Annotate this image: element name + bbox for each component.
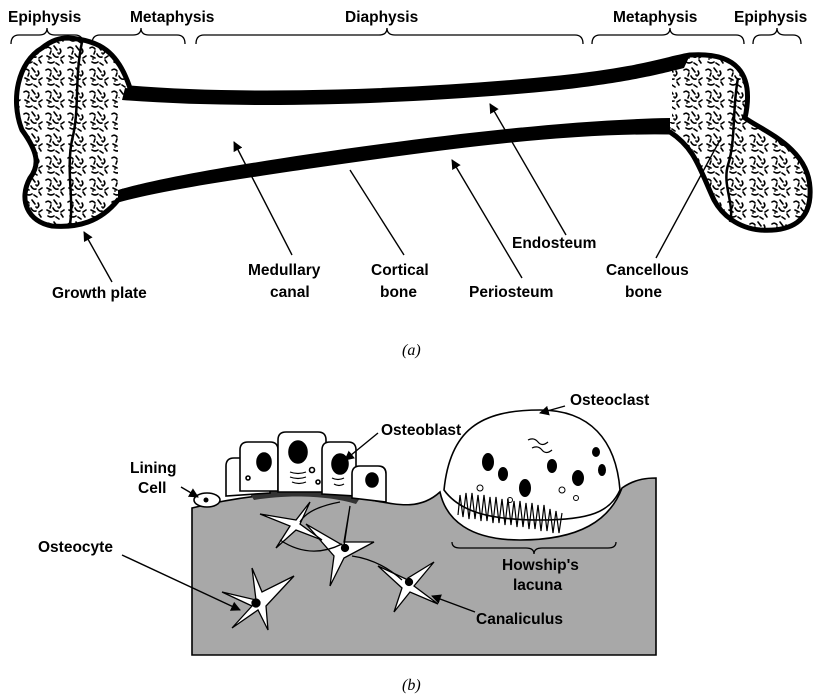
label-epiphysis-right: Epiphysis <box>734 9 807 26</box>
label-medullary: Medullary <box>248 262 321 279</box>
label-metaphysis-left: Metaphysis <box>130 9 214 26</box>
label-epiphysis-left: Epiphysis <box>8 9 81 26</box>
label-endosteum: Endosteum <box>512 235 596 252</box>
label-canaliculus: Canaliculus <box>476 611 563 628</box>
label-osteocyte: Osteocyte <box>38 539 113 556</box>
label-cortical: Cortical <box>371 262 429 279</box>
label-howship: Howship's <box>502 557 579 574</box>
label-lining-cell: Cell <box>138 480 166 497</box>
label-diaphysis: Diaphysis <box>345 9 418 26</box>
caption-b: (b) <box>402 677 421 694</box>
osteoblast-cells <box>226 432 386 502</box>
label-osteoblast: Osteoblast <box>381 422 461 439</box>
label-cortical-bone: bone <box>380 284 417 301</box>
bone-remodeling-panel: Lining Cell Osteoblast Osteoclast Osteoc… <box>38 392 656 694</box>
region-braces <box>11 28 801 44</box>
label-canal: canal <box>270 284 310 301</box>
label-osteoclast: Osteoclast <box>570 392 649 409</box>
label-lining: Lining <box>130 460 177 477</box>
label-metaphysis-right: Metaphysis <box>613 9 697 26</box>
label-lacuna: lacuna <box>513 577 562 594</box>
label-periosteum: Periosteum <box>469 284 553 301</box>
lining-cell <box>194 493 220 507</box>
label-cancellous: Cancellous <box>606 262 689 279</box>
label-cancellous-bone: bone <box>625 284 662 301</box>
osteoclast-cell <box>444 410 620 533</box>
caption-a: (a) <box>402 342 421 359</box>
label-growth-plate: Growth plate <box>52 285 147 302</box>
long-bone-panel: Epiphysis Metaphysis Diaphysis Metaphysi… <box>0 9 823 359</box>
long-bone <box>0 30 823 240</box>
